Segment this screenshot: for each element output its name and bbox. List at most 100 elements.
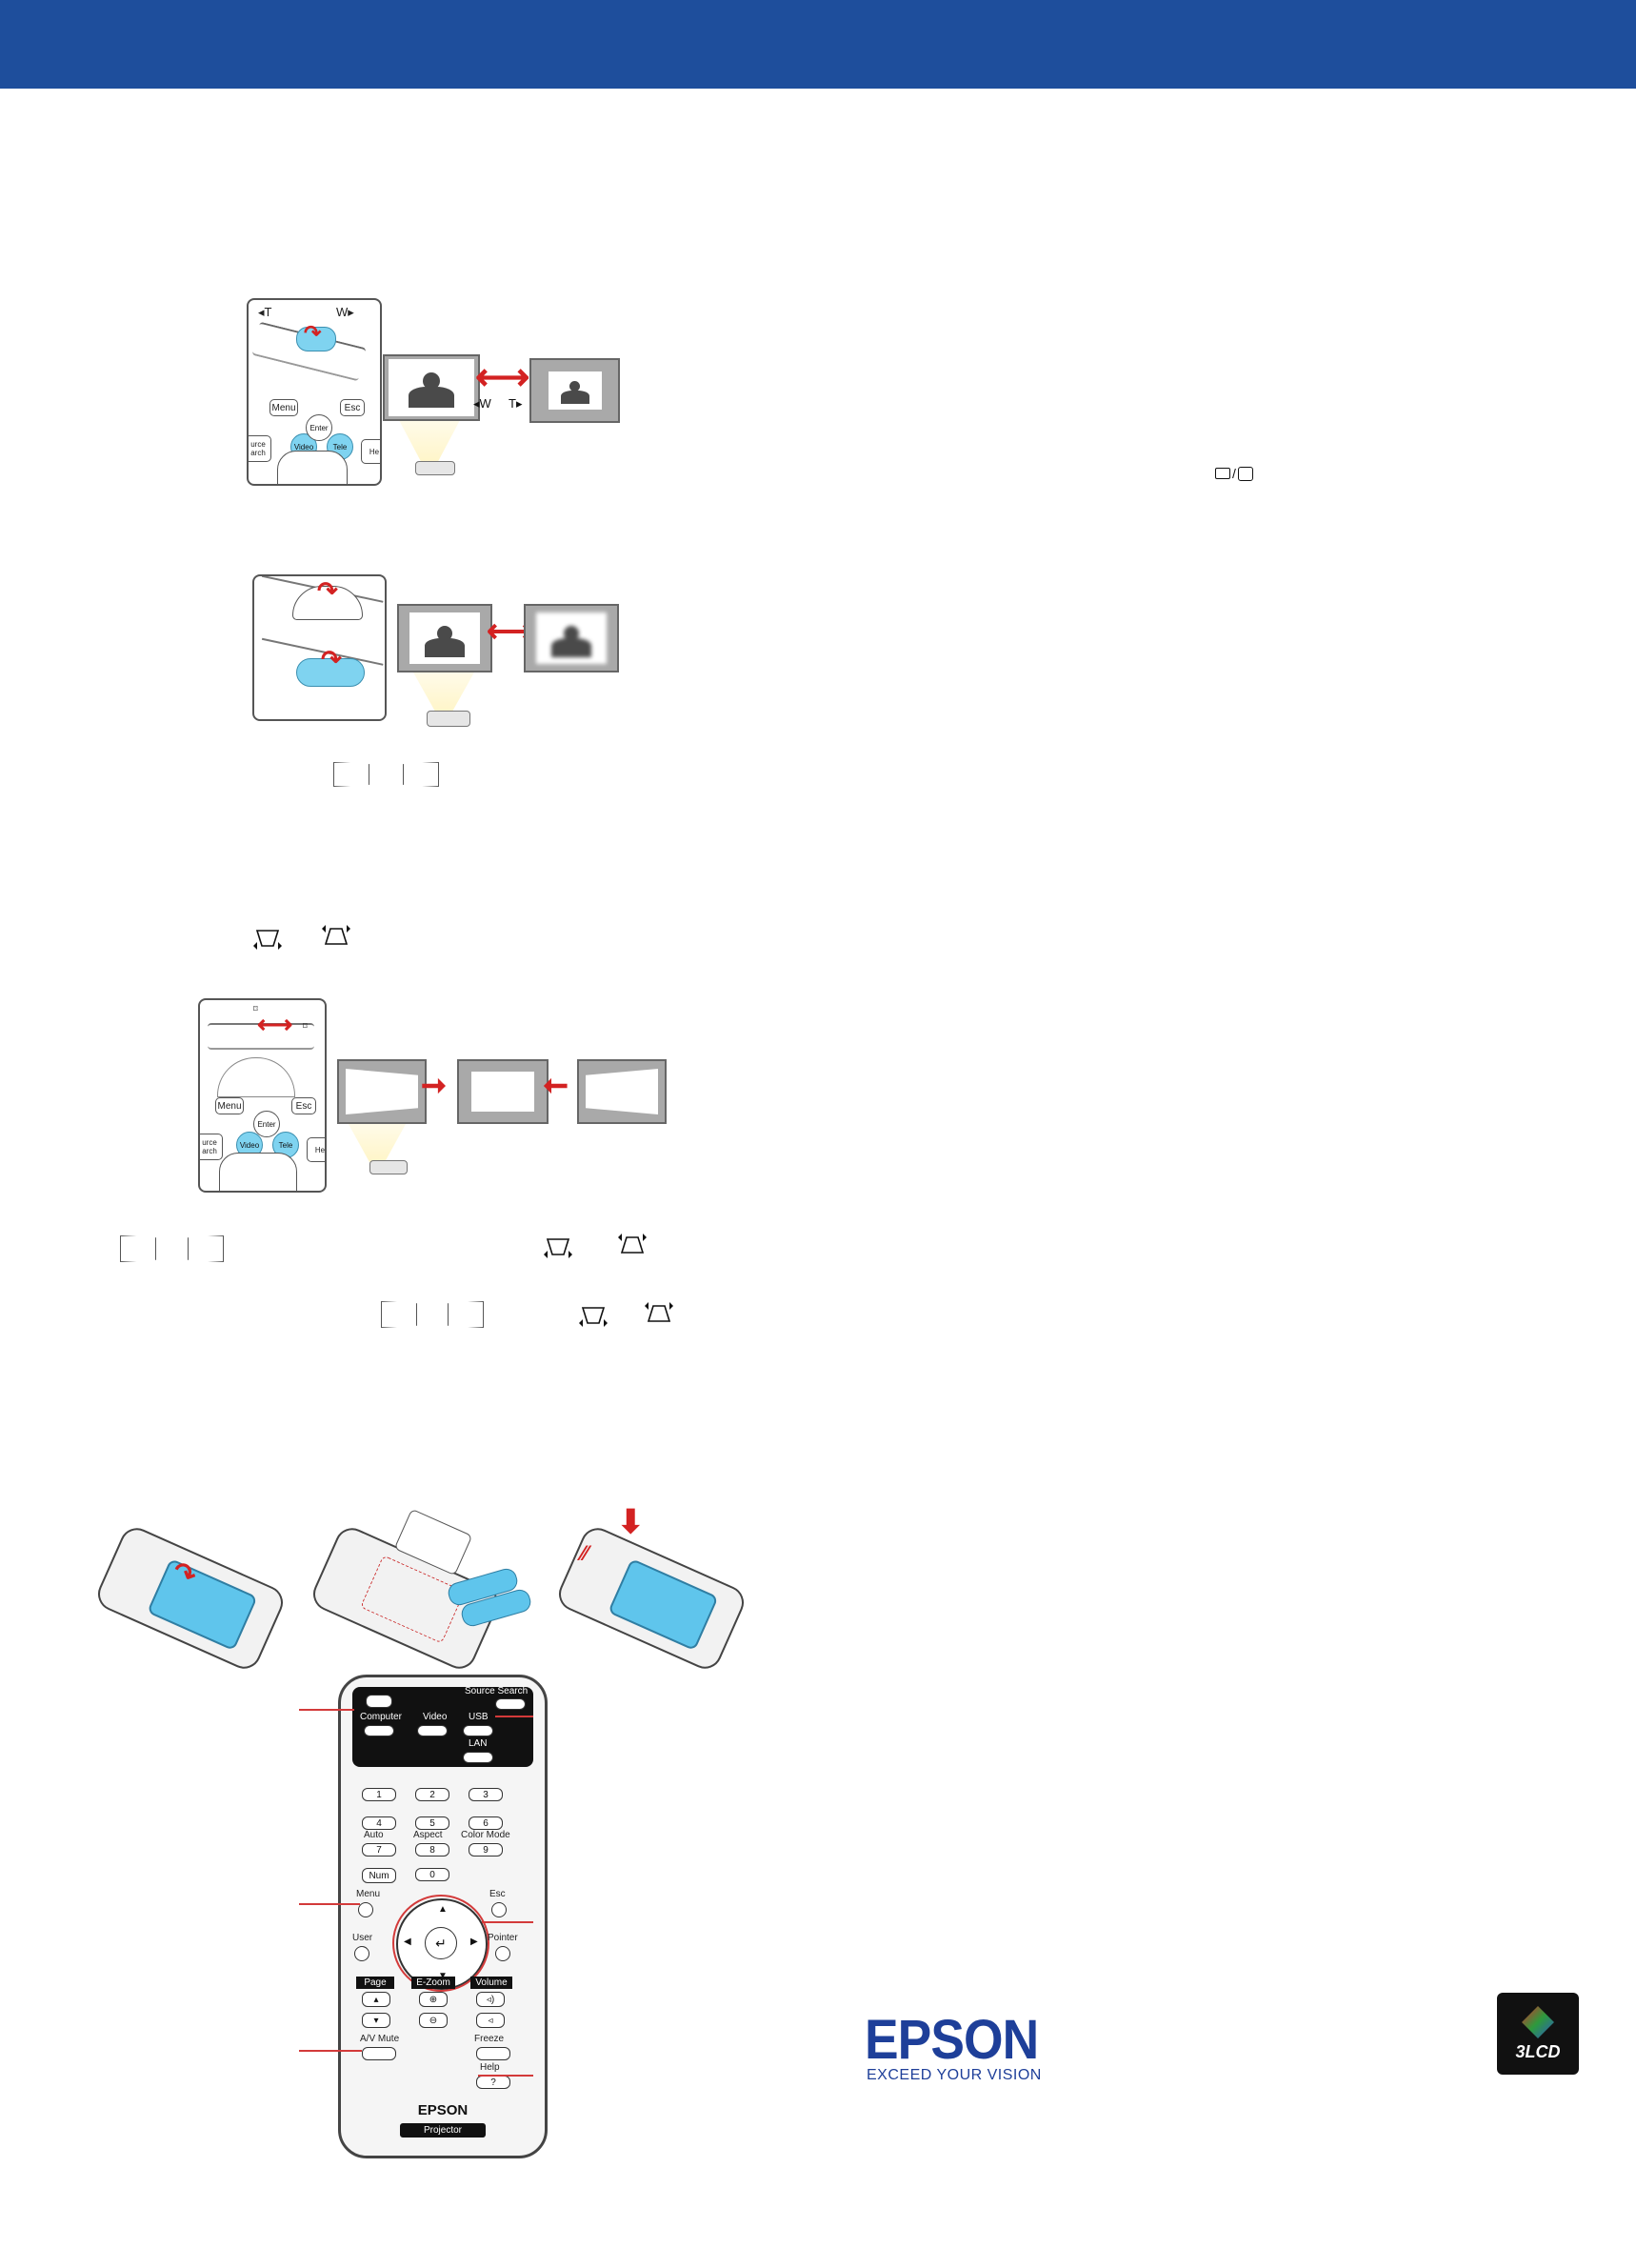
person-icon-small — [560, 381, 589, 410]
esc-label: Esc — [489, 1889, 506, 1899]
usb-button[interactable] — [463, 1725, 493, 1736]
remote-brand: EPSON — [417, 2102, 469, 2118]
keystone-box-icon-right — [403, 762, 439, 787]
keystone-slider-panel-figure: ⟷ ⌑ ⌑ Menu Esc urce arch Video Enter Tel… — [198, 998, 327, 1193]
help-label: Help — [480, 2062, 500, 2073]
remote-top-panel: ⏻ Source Search Computer Video USB LAN — [352, 1686, 533, 1767]
volume-down-button[interactable]: ◃ — [476, 2013, 505, 2028]
focus-rotate-arrow-upper-icon: ↷ — [317, 576, 338, 605]
computer-button[interactable] — [364, 1725, 394, 1736]
freeze-button[interactable] — [476, 2047, 510, 2060]
av-mute-label: A/V Mute — [360, 2034, 400, 2044]
k-panel-enter-key: Enter — [253, 1111, 280, 1137]
keystone-screen-left-skew — [337, 1059, 427, 1124]
keystone-screen-corrected — [457, 1059, 549, 1124]
battery-step-1-remote: ↷ — [92, 1522, 289, 1675]
key-5[interactable]: 5 — [415, 1816, 449, 1830]
header-bar — [0, 0, 1636, 89]
key-3[interactable]: 3 — [469, 1788, 503, 1801]
person-icon-sharp — [425, 626, 465, 664]
keystone-screen-right-skew — [577, 1059, 667, 1124]
battery-cover-closed-icon — [608, 1557, 719, 1652]
menu-button[interactable] — [358, 1902, 373, 1917]
key-7[interactable]: 7 — [362, 1843, 396, 1857]
remote-control: ⏻ Source Search Computer Video USB LAN 1… — [338, 1675, 548, 2158]
zoom-slider-tele-label: ◂T — [258, 305, 272, 319]
page-down-button[interactable]: ▾ — [362, 2013, 390, 2028]
page-up-button[interactable]: ▴ — [362, 1992, 390, 2007]
hand-on-zoom-lever-icon — [296, 327, 336, 351]
zoom-screen-wide-label: ◂W — [473, 396, 491, 411]
keystone-bottom-icon-3 — [578, 1303, 609, 1328]
esc-button[interactable] — [491, 1902, 507, 1917]
hand-pressing-keys-icon-2 — [219, 1153, 297, 1191]
aspect-label: Aspect — [413, 1830, 443, 1840]
hand-pressing-keys-icon — [277, 451, 348, 484]
zoom-screen-tele — [529, 358, 620, 423]
source-search-button[interactable] — [495, 1698, 526, 1710]
av-mute-button[interactable] — [362, 2047, 396, 2060]
panel-tele-key-label: Tele — [332, 442, 348, 452]
rotate-arrow-icon: ↷ — [304, 321, 322, 345]
callout-menu — [299, 1903, 360, 1905]
focus-projector-icon — [427, 711, 470, 727]
panel-source-key: urce arch — [249, 435, 271, 462]
battery-cover-icon — [147, 1557, 258, 1652]
focus-ring-lower — [296, 658, 365, 687]
menu-label: Menu — [356, 1889, 381, 1899]
zoom-screen-tele-label: T▸ — [509, 396, 523, 411]
callout-power — [299, 1709, 354, 1711]
zoom-double-arrow-icon: ⟷ — [475, 356, 530, 398]
key-0[interactable]: 0 — [415, 1868, 449, 1881]
k-panel-esc-key: Esc — [291, 1097, 316, 1114]
user-button[interactable] — [354, 1946, 369, 1961]
pointer-button[interactable] — [495, 1946, 510, 1961]
panel-help-key: He — [361, 439, 380, 464]
key-6[interactable]: 6 — [469, 1816, 503, 1830]
power-button[interactable]: ⏻ — [366, 1695, 392, 1708]
keystone-arrow-left-icon: ➞ — [543, 1068, 569, 1102]
key-4[interactable]: 4 — [362, 1816, 396, 1830]
keystone-projector-icon — [369, 1160, 408, 1174]
keystone-top-icon — [321, 924, 351, 949]
page-label: Page — [356, 1977, 394, 1989]
direction-pad-highlight-ring — [392, 1895, 489, 1992]
key-9[interactable]: 9 — [469, 1843, 503, 1857]
keystone-slider-arrow-icon: ⟷ — [257, 1010, 293, 1038]
panel-enter-key-label: Enter — [309, 423, 329, 432]
focus-screen-blurry — [524, 604, 619, 672]
callout-help — [478, 2075, 533, 2077]
user-label: User — [352, 1933, 373, 1943]
k-panel-enter-key-label: Enter — [257, 1119, 276, 1129]
video-button[interactable] — [417, 1725, 448, 1736]
source-search-label: Source Search — [465, 1686, 529, 1696]
key-8[interactable]: 8 — [415, 1843, 449, 1857]
lan-button[interactable] — [463, 1752, 493, 1763]
click-mark-icon: ⁄⁄ — [581, 1541, 589, 1565]
person-icon-blurry — [551, 626, 591, 664]
keystone-box-icon-right-2 — [188, 1235, 224, 1262]
focus-ring-panel-figure: ↷ ↷ — [252, 574, 387, 721]
focus-rotate-arrow-lower-icon: ↷ — [321, 645, 342, 673]
key-1[interactable]: 1 — [362, 1788, 396, 1801]
freeze-label: Freeze — [474, 2034, 505, 2044]
help-button[interactable]: ? — [476, 2076, 510, 2089]
usb-label: USB — [469, 1712, 489, 1722]
callout-av-mute — [299, 2050, 362, 2052]
epson-logo: EPSON — [865, 2009, 1039, 2071]
focus-screen-sharp — [397, 604, 492, 672]
color-mode-label: Color Mode — [461, 1830, 510, 1840]
keystone-box-icon-left-2 — [120, 1235, 156, 1262]
zoom-projector-icon — [415, 461, 455, 475]
key-2[interactable]: 2 — [415, 1788, 449, 1801]
panel-enter-key: Enter — [306, 414, 332, 441]
keystone-box-icon-right-3 — [448, 1301, 484, 1328]
ezoom-in-button[interactable]: ⊕ — [419, 1992, 448, 2007]
ezoom-out-button[interactable]: ⊖ — [419, 2013, 448, 2028]
zoom-control-panel-figure: ◂T W▸ ↷ Menu Esc urce arch Video Enter T… — [247, 298, 382, 486]
volume-up-button[interactable]: ◃) — [476, 1992, 505, 2007]
keystone-slider-right-mark: ⌑ — [303, 1021, 308, 1031]
num-button[interactable]: Num — [362, 1868, 396, 1883]
3lcd-badge: 3LCD — [1497, 1993, 1579, 2075]
press-cover-arrow-icon: ⬇ — [617, 1504, 645, 1540]
